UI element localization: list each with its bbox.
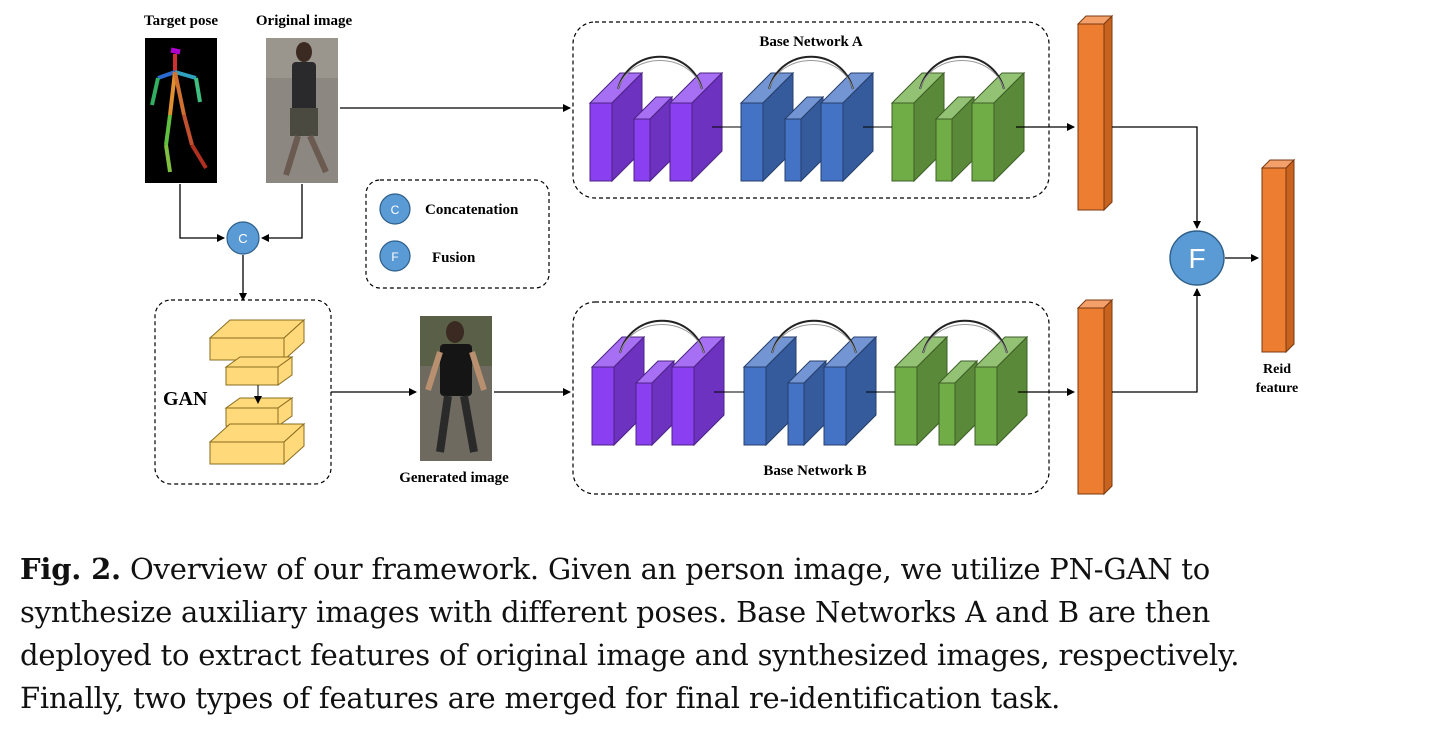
- net-a-stage-2-skip-connection: [768, 55, 854, 90]
- feature-bar-b: [1076, 298, 1114, 496]
- base-network-b-box: [572, 301, 1050, 495]
- fusion-legend-icon: [379, 240, 411, 272]
- net-b-stage-3-block-2: [937, 359, 979, 447]
- feature-bar-a: [1076, 14, 1114, 212]
- caption-line-2: synthesize auxiliary images with differe…: [20, 595, 1211, 629]
- caption-figure-label: Fig. 2.: [20, 552, 121, 586]
- fusion-legend-symbol: F: [391, 250, 398, 264]
- net-a-stage-1-skip-connection: [617, 55, 703, 90]
- net-a-stage-2-block-3: [819, 71, 875, 183]
- concat-legend-label: Concatenation: [425, 202, 519, 218]
- arrow-image-to-concat: [261, 184, 303, 242]
- target-pose-image: [145, 38, 217, 183]
- fusion-node-symbol: F: [1188, 243, 1205, 274]
- gan-label: GAN: [163, 388, 208, 410]
- reid-feature-label-line1: Reid: [1263, 362, 1291, 377]
- caption-line-1: Fig. 2. Overview of our framework. Given…: [20, 548, 1426, 591]
- caption-line-3: deployed to extract features of original…: [20, 638, 1240, 672]
- base-network-a-blocks: [588, 55, 1026, 183]
- net-a-stage-3-block-2: [934, 95, 976, 183]
- net-a-stage-2-block-1: [739, 71, 795, 183]
- fusion-legend-label: Fusion: [432, 250, 476, 266]
- framework-diagram: Target pose Original image C: [144, 13, 1299, 496]
- base-network-a-label: Base Network A: [759, 34, 862, 50]
- base-network-a-box: [572, 21, 1050, 199]
- reid-feature-bar: [1260, 158, 1296, 354]
- base-network-b-label: Base Network B: [763, 463, 866, 479]
- arrow-feature-b-to-fusion: [1112, 288, 1201, 393]
- base-network-b-blocks: [590, 319, 1029, 447]
- target-pose-label: Target pose: [144, 13, 218, 29]
- net-a-stage-2-block-2: [783, 95, 825, 183]
- gan-module: GAN: [154, 299, 332, 485]
- net-b-stage-1-block-3: [670, 335, 726, 447]
- net-b-stage-1-block-2: [634, 359, 676, 447]
- net-a-stage-3-block-3: [970, 71, 1026, 183]
- net-a-stage-1-block-2: [632, 95, 674, 183]
- net-b-stage-2-block-3: [822, 335, 878, 447]
- net-b-stage-1-skip-connection: [619, 319, 705, 354]
- generated-image-label: Generated image: [399, 470, 509, 486]
- arrow-feature-a-to-fusion: [1112, 126, 1201, 229]
- caption-line-1-text: Overview of our framework. Given an pers…: [129, 552, 1210, 586]
- reid-feature-label-line2: feature: [1256, 381, 1299, 396]
- net-a-stage-1-block-3: [668, 71, 724, 183]
- concat-node: C: [226, 221, 260, 255]
- original-image-label: Original image: [256, 13, 353, 29]
- arrow-pose-to-concat: [179, 184, 225, 242]
- net-b-stage-2-skip-connection: [771, 319, 857, 354]
- legend: C Concatenation F Fusion: [365, 179, 550, 289]
- concat-legend-icon: [379, 193, 411, 225]
- net-b-stage-3-skip-connection: [922, 319, 1008, 354]
- caption-line-4: Finally, two types of features are merge…: [20, 681, 1061, 715]
- net-a-stage-3-skip-connection: [919, 55, 1005, 90]
- original-image: [266, 38, 338, 183]
- net-b-stage-2-block-2: [786, 359, 828, 447]
- net-b-stage-3-block-3: [973, 335, 1029, 447]
- generated-image: [420, 316, 492, 461]
- concat-node-symbol: C: [238, 231, 247, 246]
- concat-legend-symbol: C: [391, 203, 400, 217]
- figure-caption: Fig. 2. Overview of our framework. Given…: [20, 548, 1426, 720]
- fusion-node: F: [1169, 230, 1225, 286]
